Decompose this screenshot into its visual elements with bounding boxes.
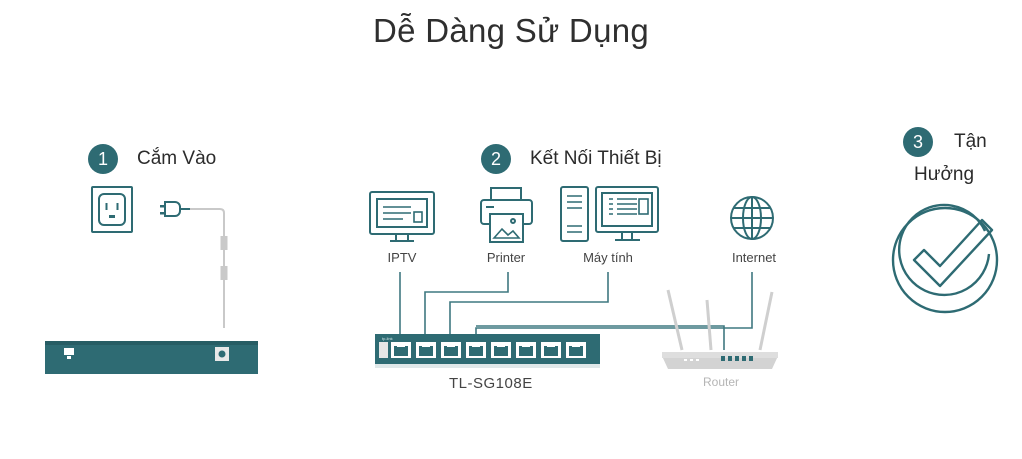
printer-icon <box>480 187 533 243</box>
step-label: Cắm Vào <box>137 148 217 169</box>
device-label-printer: Printer <box>486 250 526 265</box>
page-title: Dễ Dàng Sử Dụng <box>372 12 650 49</box>
step-number-badge: 2 <box>481 144 511 174</box>
computer-icon <box>560 186 659 242</box>
step-label-line-2: Hưởng <box>914 164 975 185</box>
wall-outlet-icon <box>91 186 133 233</box>
switch-back-panel <box>45 341 258 374</box>
step-enjoy: 3 <box>903 127 933 157</box>
step-number-badge: 1 <box>88 144 118 174</box>
step-connect-devices: 2 Kết Nối Thiết Bị <box>481 144 662 174</box>
power-plug-icon <box>160 201 228 328</box>
switch-front: tp-link <box>375 334 600 368</box>
step-number-badge: 3 <box>903 127 933 157</box>
device-label-internet: Internet <box>731 250 777 265</box>
svg-text:tp-link: tp-link <box>382 336 393 341</box>
checkmark-icon <box>891 203 999 314</box>
step-label: Kết Nối Thiết Bị <box>530 148 662 169</box>
device-label-iptv: IPTV <box>387 250 417 265</box>
globe-icon <box>730 196 774 240</box>
step-label-line-1: Tận <box>954 131 987 152</box>
router-icon <box>662 289 778 369</box>
tv-icon <box>369 191 435 242</box>
device-label-computer: Máy tính <box>583 250 633 265</box>
step-plug-in: 1 Cắm Vào <box>88 144 216 174</box>
router-label: Router <box>703 375 740 389</box>
switch-model-label: TL-SG108E <box>449 375 533 392</box>
